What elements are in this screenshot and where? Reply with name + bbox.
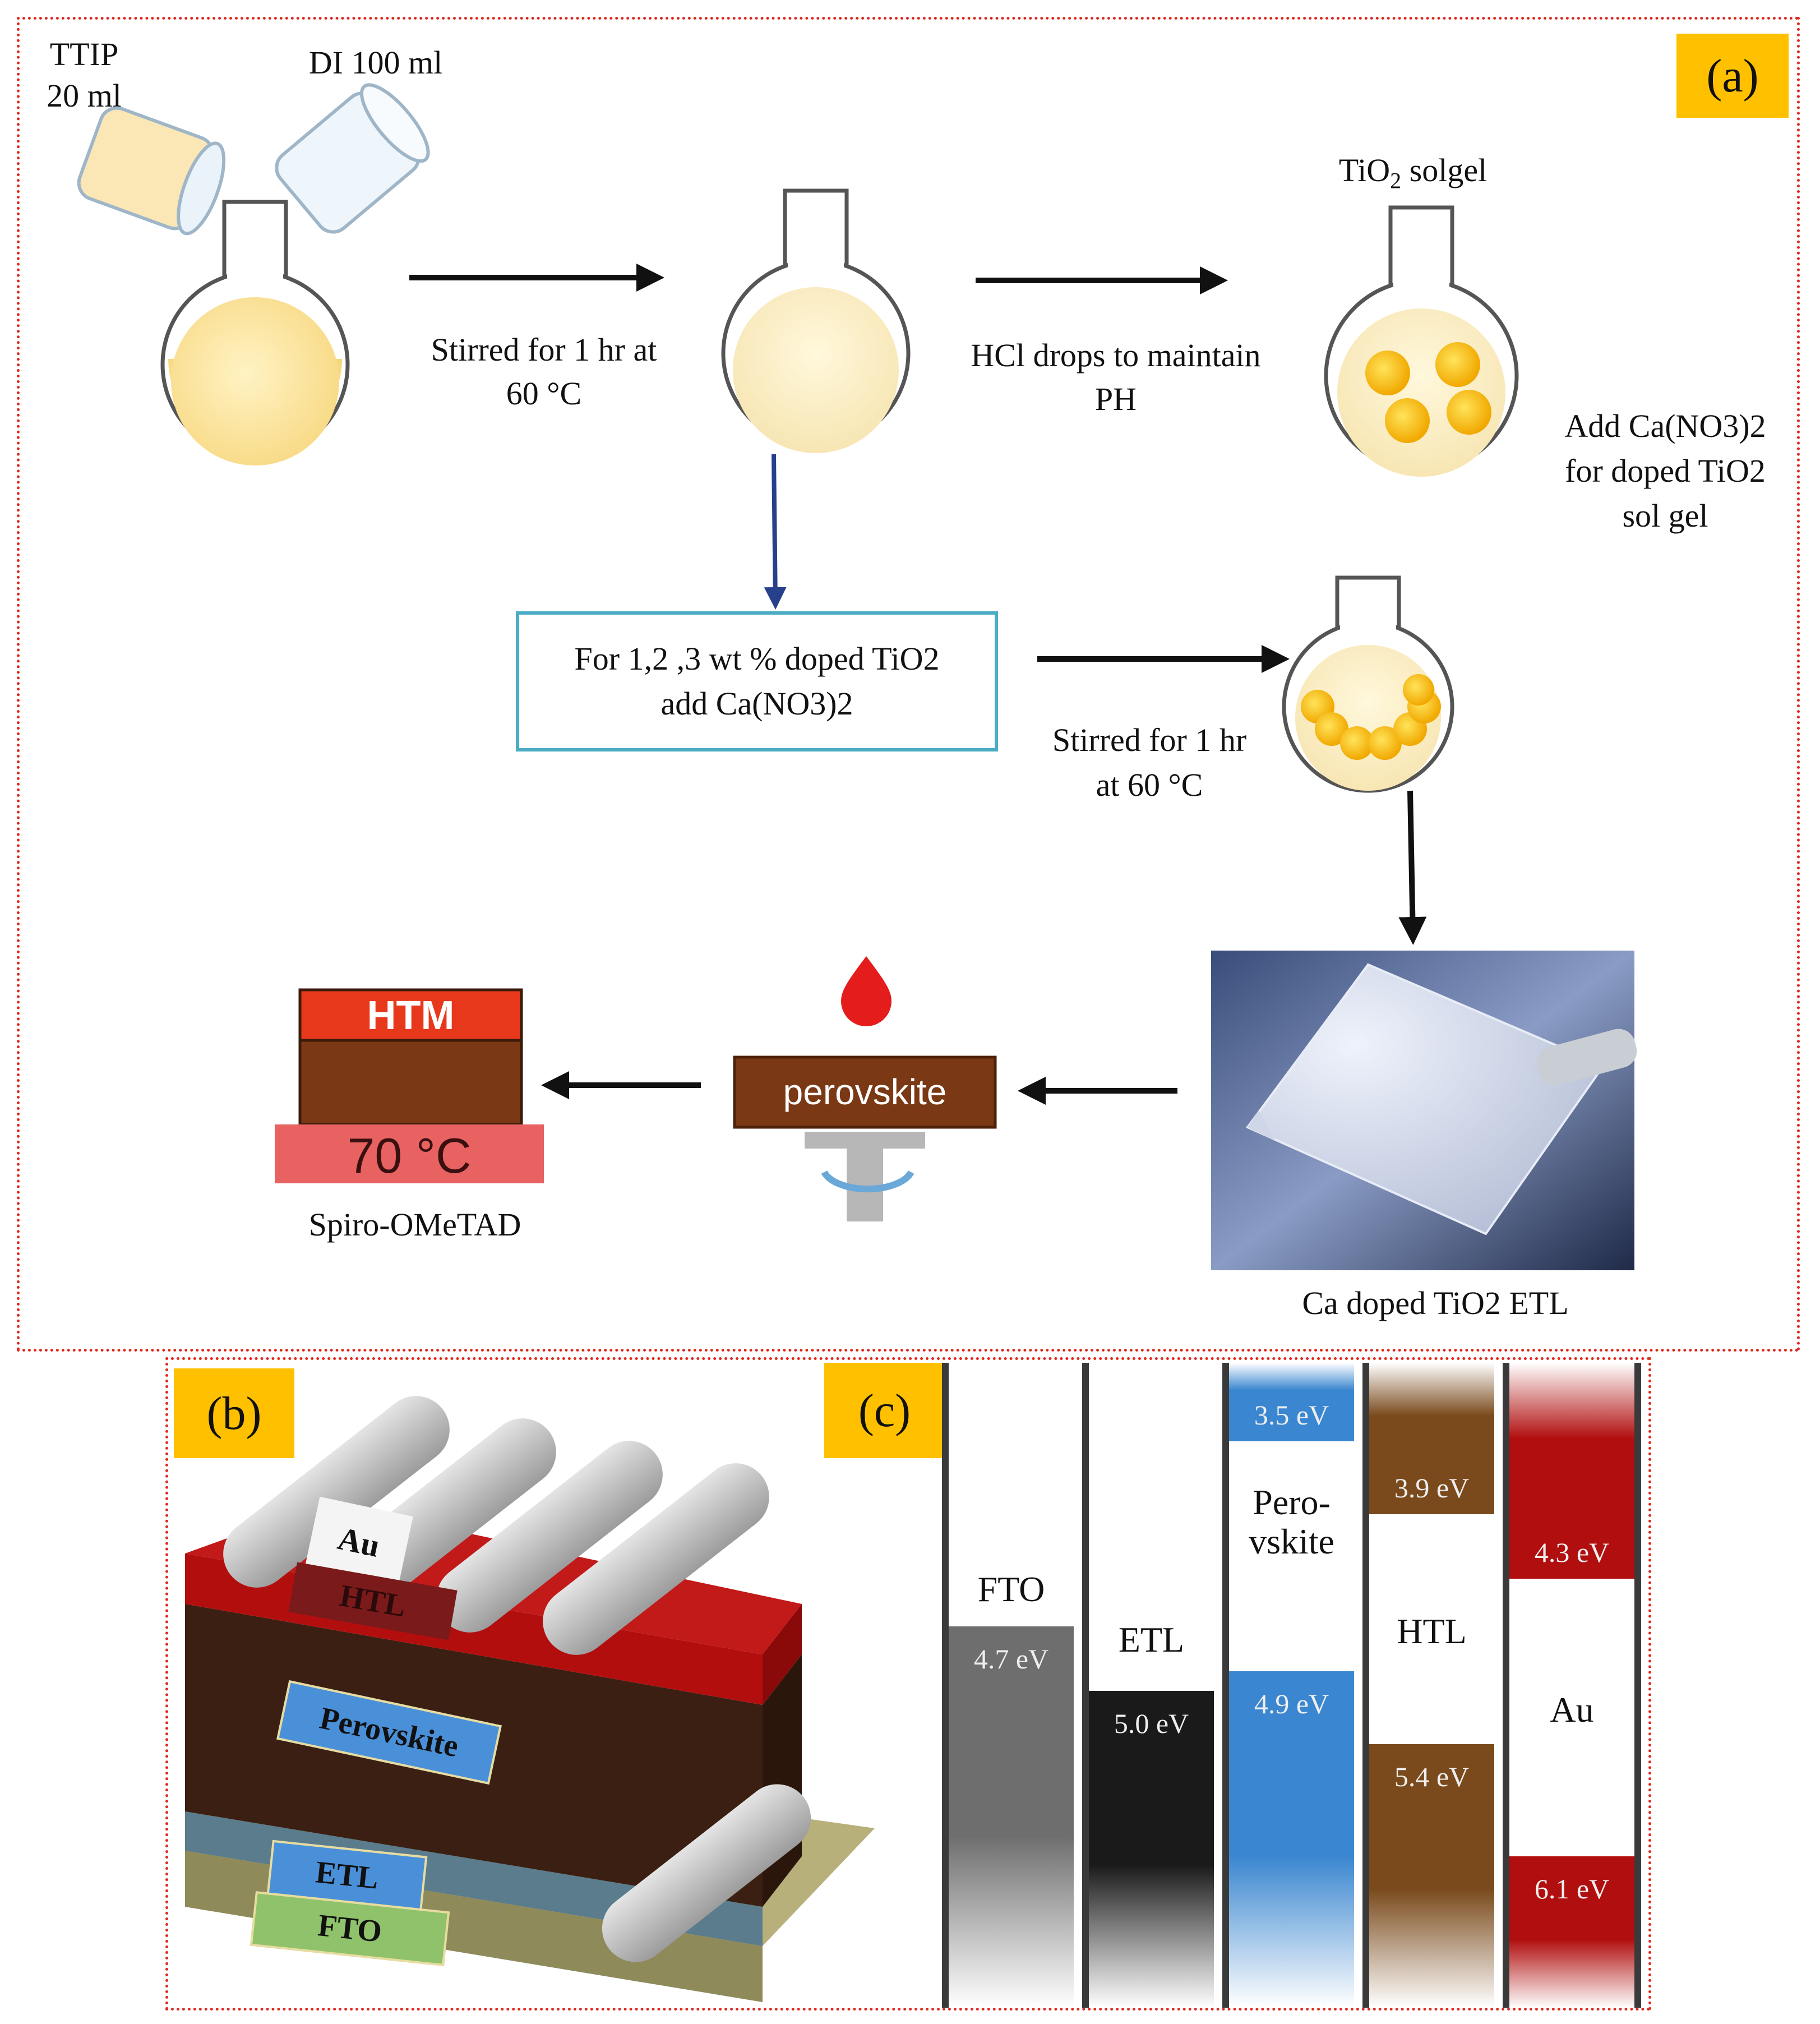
flask-3-icon [1324,205,1519,477]
layer-name: ETL [1119,1620,1184,1659]
add-ca-label: Add Ca(NO3)2 for doped TiO2 sol gel [1536,404,1794,538]
di-label: DI 100 ml [308,44,443,81]
ttip-line1: TTIP [49,36,119,72]
panel-c-tag: (c) [824,1363,945,1458]
htm-label: HTM [367,993,455,1038]
doping-box: For 1,2 ,3 wt % doped TiO2 add Ca(NO3)2 [516,611,998,751]
homo-value: 4.7 eV [974,1643,1048,1675]
conduction-band [1229,1363,1354,1441]
add-ca-line2: for doped TiO2 [1565,453,1766,489]
valence-band [1229,1671,1354,2008]
etl-photo-label: Ca doped TiO2 ETL [1302,1285,1569,1321]
conduction-band [1509,1363,1634,1579]
doping-box-line2: add Ca(NO3)2 [660,685,853,722]
step1-label: Stirred for 1 hr at 60 °C [392,328,695,416]
flask-2-icon [721,188,911,453]
conduction-band [1369,1363,1494,1514]
ttip-beaker-icon [77,106,226,236]
lumo-value: 3.5 eV [1254,1399,1329,1431]
panel-bc-border [165,1357,1651,2011]
perovskite-layer-label: perovskite [783,1072,947,1112]
layer-name: HTL [1397,1611,1466,1651]
energy-diagram: FTO 4.7 eV ETL 5.0 eV Pero-vskite 3.5 eV 4.9 e… [942,1363,1641,2008]
arrow-flask4-to-etl [1398,790,1427,945]
valence-band [949,1626,1074,2008]
energy-column: FTO 4.7 eV [942,1363,1074,2008]
spiro-label: Spiro-OMeTAD [308,1206,521,1243]
homo-value: 4.9 eV [1254,1688,1329,1719]
step1-line2: 60 °C [506,375,582,412]
lumo-value: 3.9 eV [1394,1472,1469,1504]
lumo-value: 4.3 eV [1535,1537,1609,1568]
homo-value: 6.1 eV [1535,1873,1609,1905]
step3-line2: at 60 °C [1096,767,1203,803]
panel-b-tag: (b) [174,1368,294,1458]
valence-band [1089,1691,1214,2008]
layer-name: Pero- [1253,1482,1331,1522]
step2-line1: HCl drops to maintain [971,337,1261,374]
energy-column: Au 4.3 eV 6.1 eV [1503,1363,1634,2008]
panel-a-border [17,17,1800,1352]
htm-stack-icon [275,988,544,1183]
energy-column: Pero-vskite 3.5 eV 4.9 eV [1222,1363,1354,2008]
valence-band [1509,1856,1634,2008]
tio2-solgel-label: TiO2 solgel [1290,151,1536,194]
step3-line1: Stirred for 1 hr [1052,722,1247,758]
energy-column: HTL 3.9 eV 5.4 eV [1362,1363,1494,2008]
tio2-rest: solgel [1401,152,1488,188]
layer-name: Au [1550,1690,1593,1730]
step1-line1: Stirred for 1 hr at [431,331,657,368]
column-divider [1634,1363,1641,2008]
flask-1-icon [160,200,350,465]
etl-photo [1211,951,1637,1270]
tio2-main: TiO [1338,152,1391,188]
doping-box-line1: For 1,2 ,3 wt % doped TiO2 [574,640,940,677]
add-ca-line1: Add Ca(NO3)2 [1564,408,1766,444]
column-divider [1503,1363,1509,2008]
step2-label: HCl drops to maintain PH [931,334,1301,421]
bottom-electrode [602,1784,811,1962]
column-divider [1222,1363,1229,2008]
temp-label: 70 °C [347,1128,472,1183]
step2-line2: PH [1094,381,1137,417]
column-divider [942,1363,949,2008]
panel-a-graphics [77,83,1637,1270]
tio2-sub: 2 [1390,168,1402,193]
step3-label: Stirred for 1 hr at 60 °C [998,718,1301,808]
column-divider [1082,1363,1089,2008]
panel-a-tag: (a) [1676,34,1789,118]
ttip-line2: 20 ml [47,77,122,114]
ttip-label: TTIP 20 ml [34,34,135,117]
homo-value: 5.4 eV [1394,1761,1469,1792]
homo-value: 5.0 eV [1114,1708,1189,1739]
di-beaker-icon [275,83,430,234]
layer-name: FTO [978,1569,1045,1609]
arrow-flask2-to-box [764,454,787,610]
flask-4-icon [1282,575,1454,793]
valence-band [1369,1744,1494,2008]
energy-column: ETL 5.0 eV [1082,1363,1214,2008]
add-ca-line3: sol gel [1622,497,1708,534]
column-divider [1362,1363,1369,2008]
spin-coater-icon [733,956,997,1221]
layer-name: vskite [1249,1522,1334,1561]
